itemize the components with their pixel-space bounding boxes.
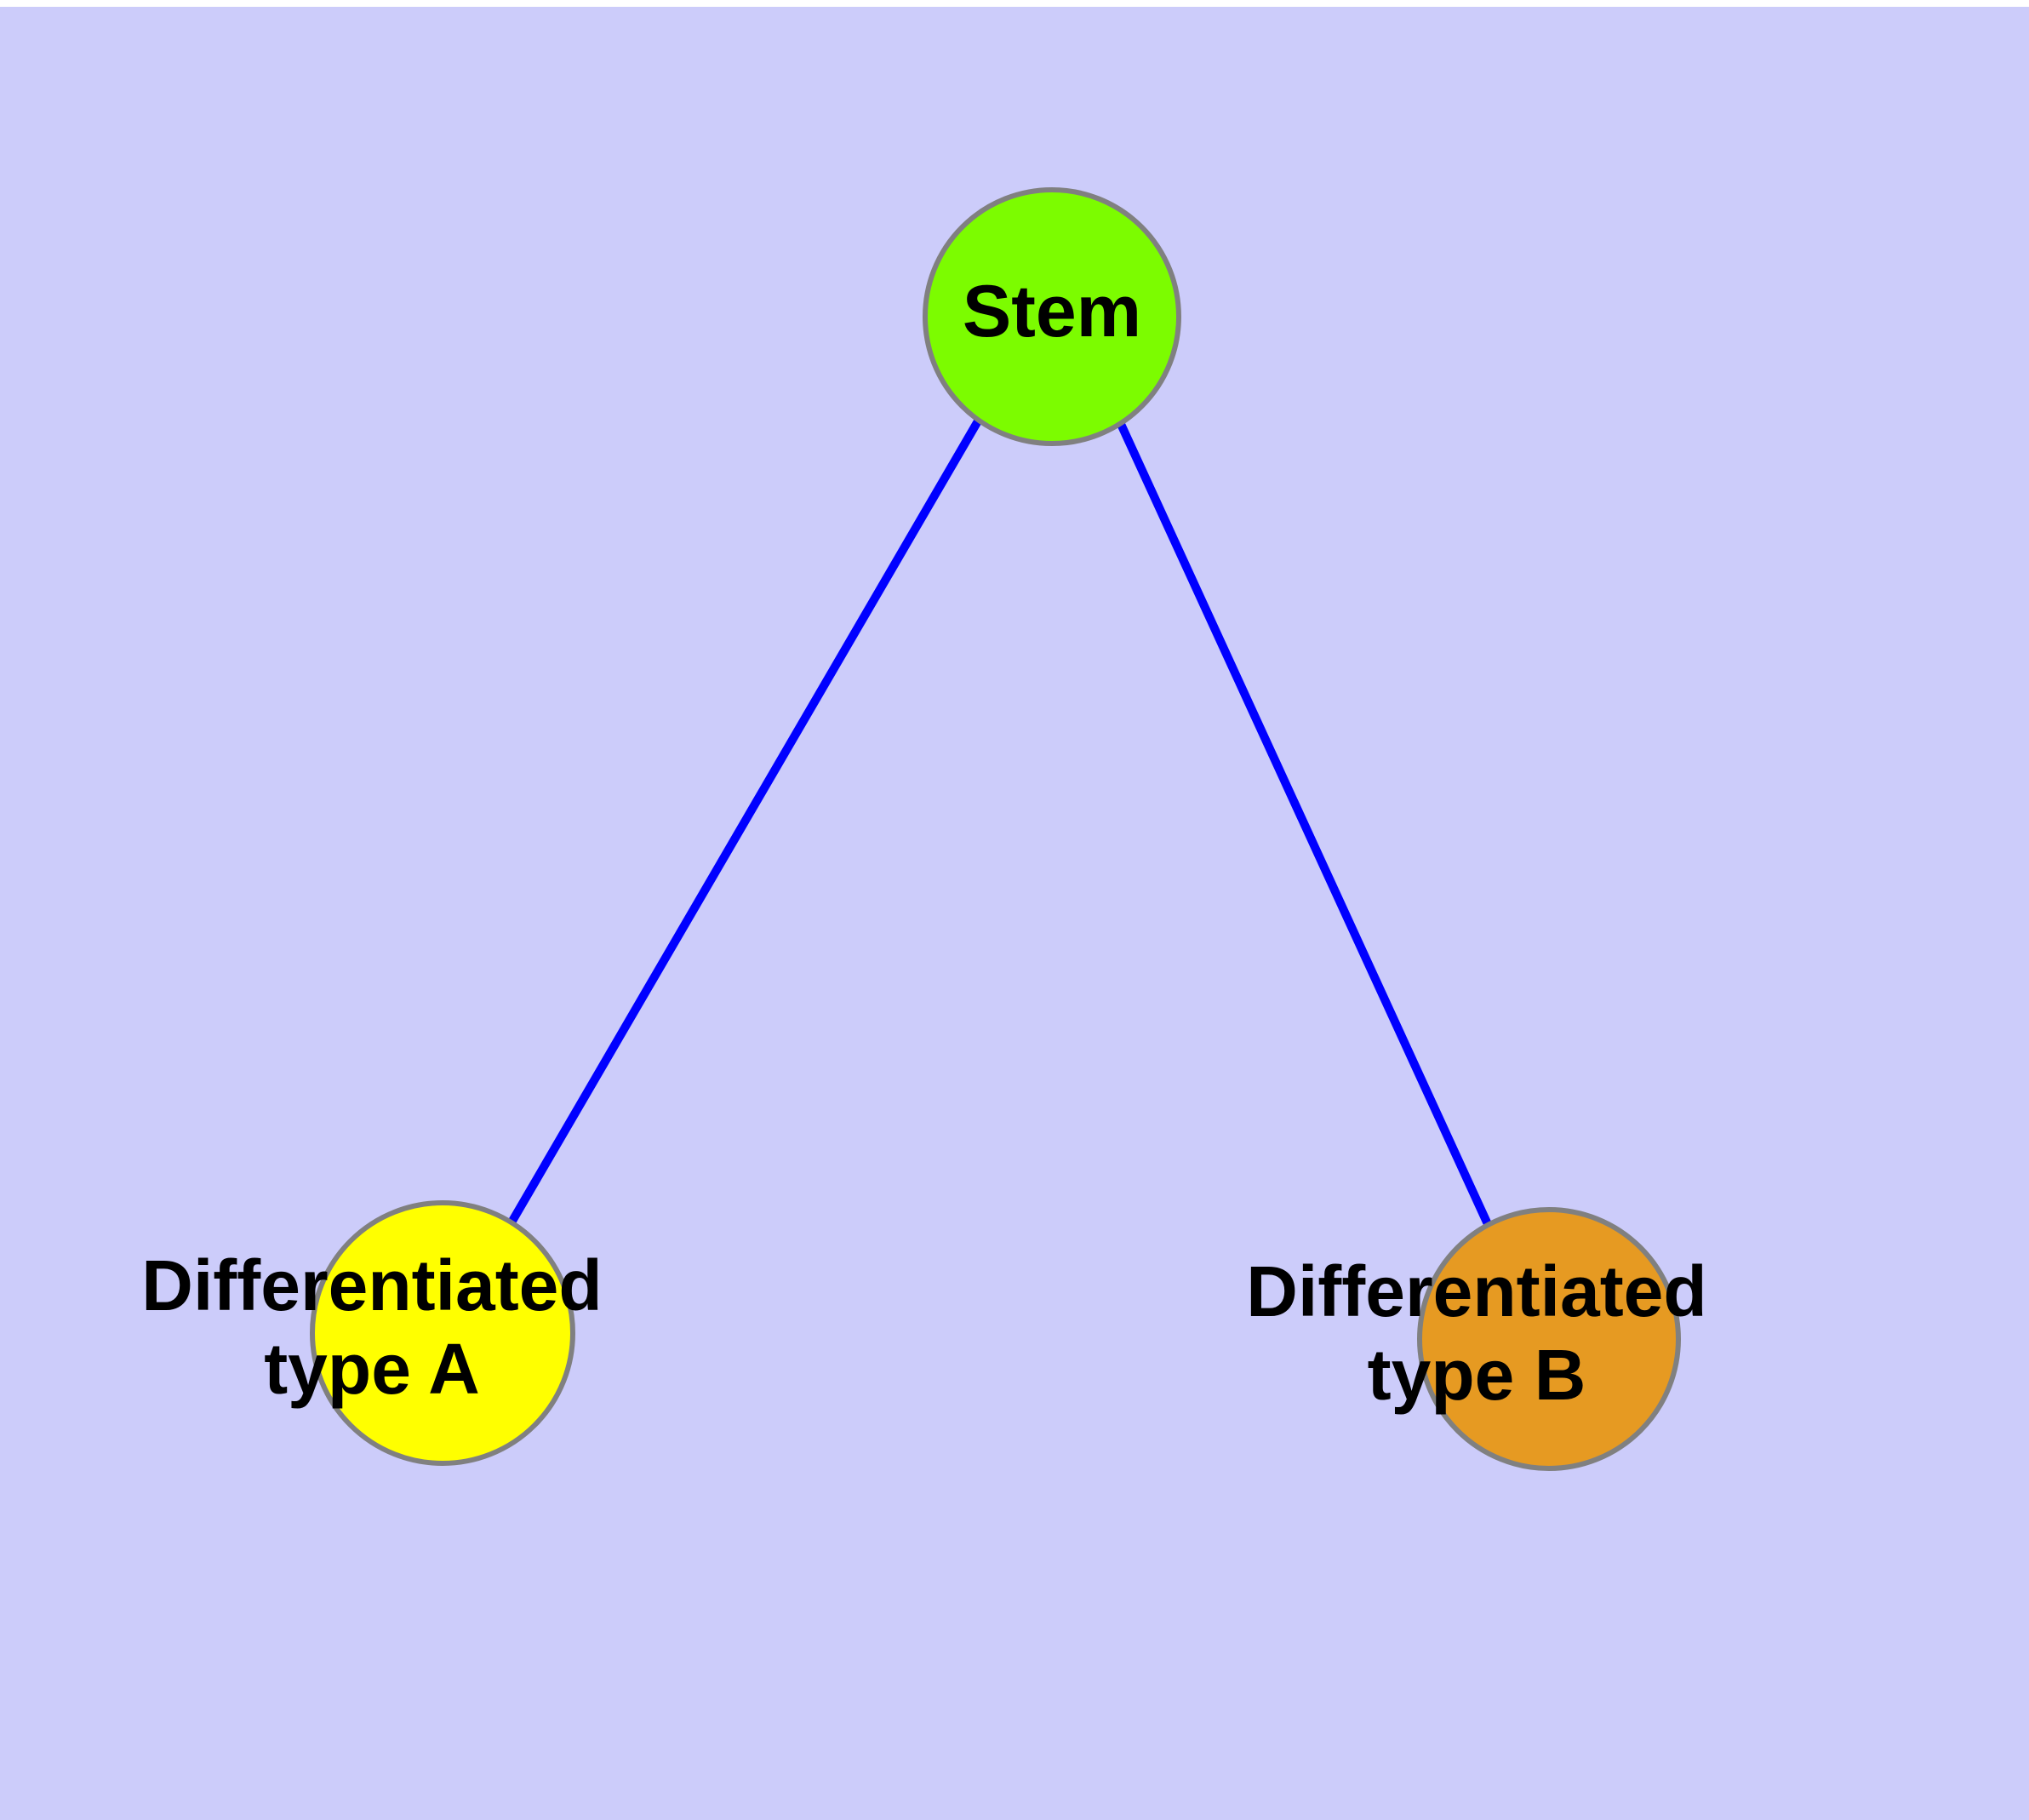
node-label-line: type B (1368, 1335, 1586, 1415)
node-label-line: Differentiated (141, 1245, 602, 1325)
node-label-line: Stem (963, 271, 1141, 352)
node-label-line: type A (264, 1329, 480, 1409)
node-label-stem: Stem (963, 271, 1141, 352)
graph-node-stem[interactable]: Stem (923, 187, 1181, 446)
node-label-line: Differentiated (1246, 1251, 1706, 1331)
edges-layer (507, 417, 1492, 1227)
node-circle-stem[interactable] (923, 187, 1181, 446)
graph-edge-stem-to-diff-a[interactable] (507, 417, 983, 1225)
graph-edge-stem-to-diff-b[interactable] (1116, 420, 1492, 1227)
node-circle-diff_b[interactable] (1417, 1207, 1681, 1471)
node-circle-diff_a[interactable] (310, 1200, 575, 1466)
